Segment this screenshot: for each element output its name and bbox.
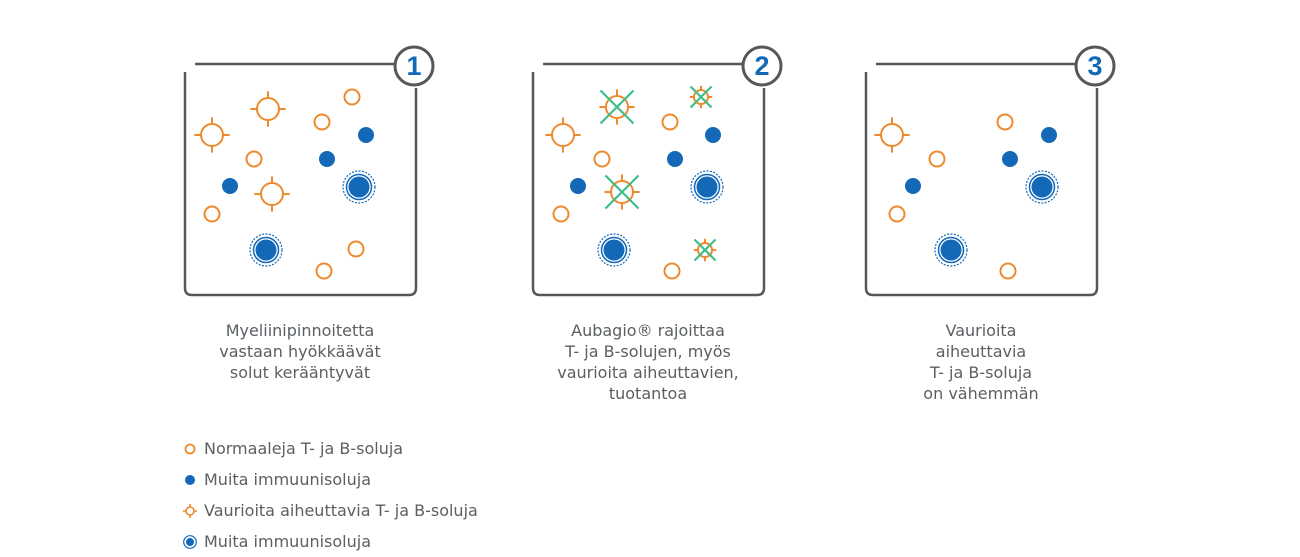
immune-cell-ringed-icon <box>690 170 724 204</box>
normal-cell-icon <box>315 262 333 280</box>
normal-cell-icon <box>999 262 1017 280</box>
panel-3: 3 <box>864 45 1116 297</box>
damaging-cell-icon <box>545 117 581 153</box>
panel-frame <box>531 72 766 297</box>
step-number: 2 <box>754 51 769 81</box>
caption-line: aiheuttavia <box>935 342 1027 361</box>
immune-cell-ringed-icon <box>342 170 376 204</box>
panel-1-caption: Myeliinipinnoitetta vastaan hyökkäävät s… <box>170 320 430 383</box>
step-number: 1 <box>406 51 421 81</box>
caption-line: solut kerääntyvät <box>229 363 371 382</box>
normal-cell-icon <box>552 205 570 223</box>
caption-line: vastaan hyökkäävät <box>219 342 381 361</box>
damaging-cell-icon <box>194 117 230 153</box>
legend-item: Vaurioita aiheuttavia T- ja B-soluja <box>182 495 478 526</box>
normal-cell-icon <box>313 113 331 131</box>
panel-frame <box>183 72 418 297</box>
panel-3-caption: Vaurioita aiheuttavia T- ja B-soluja on … <box>851 320 1111 404</box>
panel-frame <box>864 72 1099 297</box>
normal-cell-icon <box>661 113 679 131</box>
crossed-damaging-cell-icon <box>693 238 717 262</box>
immune-cell-icon <box>905 178 921 194</box>
legend-label: Muita immuunisoluja <box>204 532 371 551</box>
normal-cell-icon <box>593 150 611 168</box>
normal-cell-icon <box>663 262 681 280</box>
normal-cell-icon <box>245 150 263 168</box>
damaging-cell-icon <box>250 91 286 127</box>
blue-dot-icon <box>185 474 195 485</box>
orange-targeted-ring-icon <box>183 503 197 518</box>
damaging-cell-icon <box>874 117 910 153</box>
caption-line: T- ja B-soluja <box>929 363 1033 382</box>
immune-cell-ringed-icon <box>1025 170 1059 204</box>
legend-item: Muita immuunisoluja <box>182 526 478 557</box>
crossed-damaging-cell-icon <box>689 85 713 109</box>
step-number-badge <box>1074 45 1116 87</box>
immune-cell-ringed-icon <box>597 233 631 267</box>
panel-1: 1 <box>183 45 435 297</box>
step-number: 3 <box>1087 51 1102 81</box>
crossed-damaging-cell-icon <box>599 89 635 125</box>
blue-ringed-dot-icon <box>183 534 197 549</box>
panel-2-caption: Aubagio® rajoittaa T- ja B-solujen, myös… <box>518 320 778 404</box>
normal-cell-icon <box>203 205 221 223</box>
immune-cell-icon <box>1002 151 1018 167</box>
orange-ring-icon <box>184 443 196 454</box>
step-number-badge <box>393 45 435 87</box>
caption-line: vaurioita aiheuttavien, <box>557 363 739 382</box>
crossed-damaging-cell-icon <box>604 174 640 210</box>
immune-cell-icon <box>705 127 721 143</box>
caption-line: tuotantoa <box>608 384 688 403</box>
immune-cell-ringed-icon <box>934 233 968 267</box>
legend-label: Normaaleja T- ja B-soluja <box>204 439 404 458</box>
caption-line: Aubagio® rajoittaa <box>571 321 725 340</box>
immune-cell-icon <box>319 151 335 167</box>
legend-label: Muita immuunisoluja <box>204 470 371 489</box>
legend-item: Muita immuunisoluja <box>182 464 478 495</box>
caption-line: T- ja B-solujen, myös <box>565 342 731 361</box>
normal-cell-icon <box>347 240 365 258</box>
immune-cell-icon <box>1041 127 1057 143</box>
panel-cells <box>194 88 376 280</box>
panel-cells <box>545 85 724 280</box>
step-number-badge <box>741 45 783 87</box>
immune-cell-icon <box>570 178 586 194</box>
panel-2: 2 <box>531 45 783 297</box>
panel-cells <box>874 113 1059 280</box>
immune-cell-icon <box>358 127 374 143</box>
caption-line: Vaurioita <box>945 321 1017 340</box>
immune-cell-icon <box>222 178 238 194</box>
normal-cell-icon <box>928 150 946 168</box>
caption-line: on vähemmän <box>923 384 1039 403</box>
immune-cell-ringed-icon <box>249 233 283 267</box>
legend-label: Vaurioita aiheuttavia T- ja B-soluja <box>204 501 478 520</box>
normal-cell-icon <box>996 113 1014 131</box>
caption-line: Myeliinipinnoitetta <box>225 321 375 340</box>
immune-cell-icon <box>667 151 683 167</box>
normal-cell-icon <box>343 88 361 106</box>
normal-cell-icon <box>888 205 906 223</box>
legend-item: Normaaleja T- ja B-soluja <box>182 433 478 464</box>
damaging-cell-icon <box>254 176 290 212</box>
legend: Normaaleja T- ja B-soluja Muita immuunis… <box>182 433 478 557</box>
